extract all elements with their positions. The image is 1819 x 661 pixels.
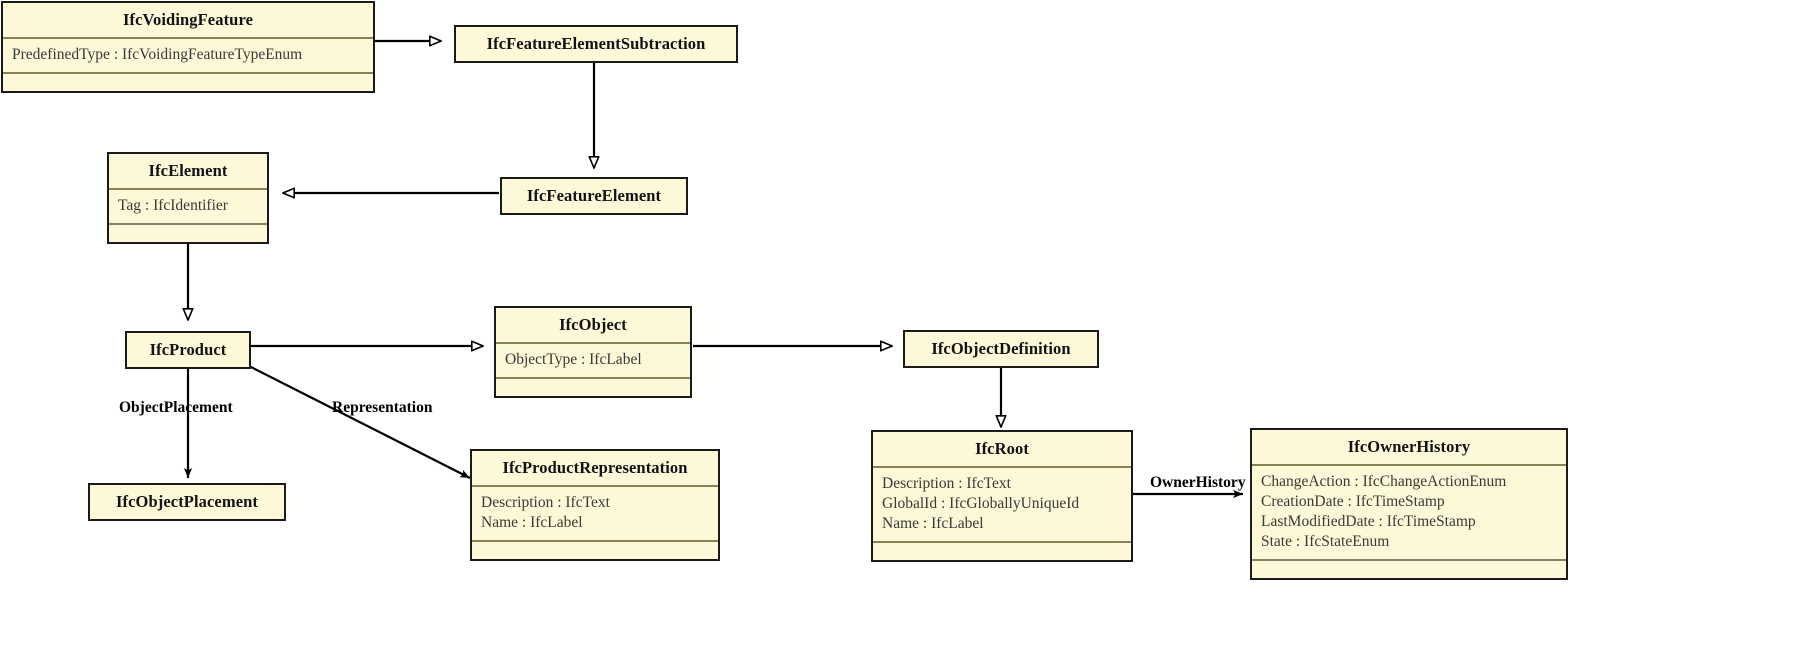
class-box-ifcobjectplacement[interactable]: IfcObjectPlacement — [88, 483, 286, 521]
attribute-row: Description : IfcText — [882, 474, 1011, 492]
class-title: IfcObjectPlacement — [116, 492, 258, 511]
empty-compartment — [472, 542, 718, 559]
compartment-separator — [1252, 463, 1566, 466]
class-attributes: Description : IfcText Name : IfcLabel — [472, 487, 718, 540]
edge-label-representation: Representation — [332, 399, 433, 416]
class-box-ifcproductrepresentation[interactable]: IfcProductRepresentation Description : I… — [470, 449, 720, 561]
empty-compartment — [873, 543, 1131, 560]
class-box-ifcobjectdefinition[interactable]: IfcObjectDefinition — [903, 330, 1099, 368]
class-title: IfcVoidingFeature — [122, 10, 254, 29]
edge-label-owner-history: OwnerHistory — [1150, 474, 1246, 491]
attribute-row: GlobalId : IfcGloballyUniqueId — [882, 494, 1080, 512]
attribute-row: PredefinedType : IfcVoidingFeatureTypeEn… — [12, 45, 303, 63]
compartment-separator — [496, 341, 690, 344]
compartment-separator — [3, 71, 373, 74]
class-attributes: ObjectType : IfcLabel — [496, 344, 690, 377]
class-box-ifcelement[interactable]: IfcElement Tag : IfcIdentifier — [107, 152, 269, 244]
class-title: IfcRoot — [975, 439, 1029, 458]
class-box-ifcobject[interactable]: IfcObject ObjectType : IfcLabel — [494, 306, 692, 398]
empty-compartment — [496, 379, 690, 396]
attribute-row: Tag : IfcIdentifier — [118, 196, 228, 214]
compartment-separator — [109, 187, 267, 190]
class-attributes: PredefinedType : IfcVoidingFeatureTypeEn… — [3, 39, 373, 72]
class-title: IfcObject — [559, 315, 627, 334]
compartment-separator — [3, 36, 373, 39]
class-attributes: ChangeAction : IfcChangeActionEnum Creat… — [1252, 466, 1566, 559]
class-title: IfcProductRepresentation — [502, 458, 688, 477]
class-attributes: Tag : IfcIdentifier — [109, 190, 267, 223]
class-title: IfcElement — [148, 161, 228, 180]
edge-product-to-productrepresentation — [242, 362, 471, 479]
class-title: IfcProduct — [149, 340, 227, 359]
attribute-row: Description : IfcText — [481, 493, 610, 511]
compartment-separator — [873, 465, 1131, 468]
edge-label-object-placement: ObjectPlacement — [119, 399, 233, 416]
compartment-separator — [1252, 558, 1566, 561]
class-box-ifcfeatureelementsubtraction[interactable]: IfcFeatureElementSubtraction — [454, 25, 738, 63]
attribute-row: ObjectType : IfcLabel — [505, 350, 642, 368]
empty-compartment — [3, 74, 373, 91]
class-title: IfcOwnerHistory — [1347, 437, 1471, 456]
empty-compartment — [1252, 561, 1566, 578]
compartment-separator — [109, 222, 267, 225]
class-box-ifcproduct[interactable]: IfcProduct — [125, 331, 251, 369]
empty-compartment — [109, 225, 267, 242]
class-box-ifcroot[interactable]: IfcRoot Description : IfcText GlobalId :… — [871, 430, 1133, 562]
attribute-row: LastModifiedDate : IfcTimeStamp — [1261, 512, 1476, 530]
class-title: IfcObjectDefinition — [931, 339, 1071, 358]
attribute-row: Name : IfcLabel — [882, 514, 984, 532]
compartment-separator — [496, 376, 690, 379]
class-attributes: Description : IfcText GlobalId : IfcGlob… — [873, 468, 1131, 541]
class-box-ifcvoidingfeature[interactable]: IfcVoidingFeature PredefinedType : IfcVo… — [1, 1, 375, 93]
class-box-ifcownerhistory[interactable]: IfcOwnerHistory ChangeAction : IfcChange… — [1250, 428, 1568, 580]
attribute-row: CreationDate : IfcTimeStamp — [1261, 492, 1445, 510]
class-box-ifcfeatureelement[interactable]: IfcFeatureElement — [500, 177, 688, 215]
compartment-separator — [873, 540, 1131, 543]
attribute-row: ChangeAction : IfcChangeActionEnum — [1261, 472, 1507, 490]
attribute-row: Name : IfcLabel — [481, 513, 583, 531]
class-title: IfcFeatureElement — [526, 186, 662, 205]
compartment-separator — [472, 539, 718, 542]
class-title: IfcFeatureElementSubtraction — [486, 34, 706, 53]
attribute-row: State : IfcStateEnum — [1261, 532, 1390, 550]
compartment-separator — [472, 484, 718, 487]
